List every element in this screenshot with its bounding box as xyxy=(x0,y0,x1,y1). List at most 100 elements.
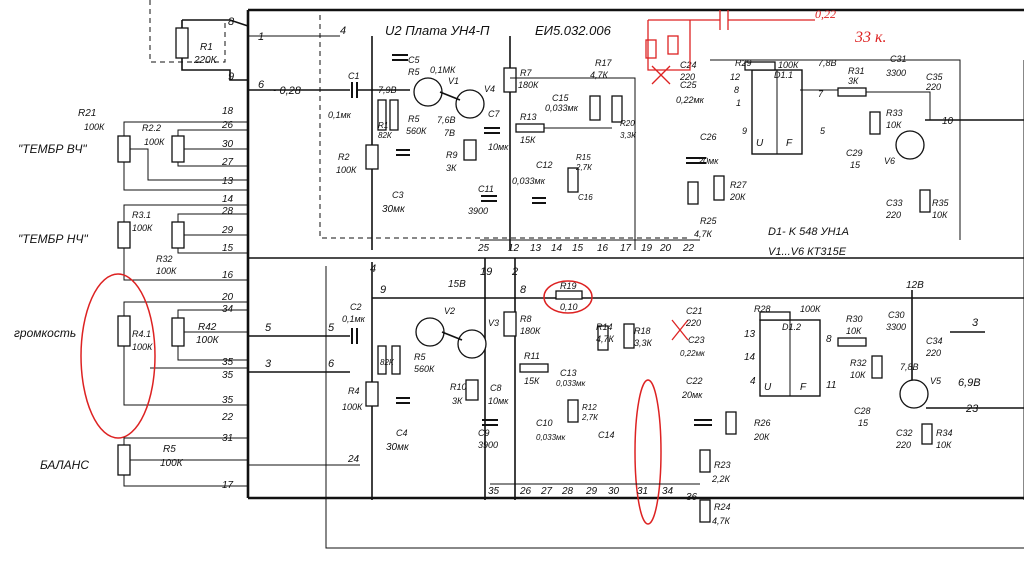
r8-res xyxy=(503,311,517,337)
c23-value: 0,22мк xyxy=(680,349,706,358)
red-value: 33 к. xyxy=(854,29,886,46)
pin-14b: 14 xyxy=(551,243,563,254)
r3-value: 82К xyxy=(380,358,395,367)
r5-lower-label: R5 xyxy=(414,352,426,362)
input-label: ~ 0,28 xyxy=(270,85,302,97)
pin-6-in: 6 xyxy=(258,79,265,91)
chip-d1-2-f: F xyxy=(800,382,807,393)
c10-label: C10 xyxy=(536,418,553,428)
r42-pot xyxy=(171,317,185,347)
r31-label: R3.1 xyxy=(132,210,151,220)
r30-label: R30 xyxy=(846,314,863,324)
r8-label: R8 xyxy=(520,314,532,324)
r35-value: 10К xyxy=(932,210,948,220)
r31-pot xyxy=(117,221,131,249)
c26-value: 20мк xyxy=(697,156,719,166)
pin-15: 15 xyxy=(222,243,234,254)
pin-27: 27 xyxy=(221,157,234,168)
r5-pot xyxy=(117,444,131,476)
pin-35-bottom: 35 xyxy=(488,486,500,497)
board-code: ЕИ5.032.006 xyxy=(535,23,612,38)
chip2-pin11: 11 xyxy=(826,380,836,391)
wire xyxy=(177,309,248,318)
pin-10: 10 xyxy=(942,116,954,127)
c22-label: C22 xyxy=(686,376,703,386)
r17-value: 4,7К xyxy=(590,70,609,80)
r23-value: 2,2К xyxy=(711,474,731,484)
pin-13b: 13 xyxy=(530,243,542,254)
r32-res xyxy=(871,355,883,379)
pin-5-inner: 5 xyxy=(328,322,335,334)
r19-value: 0,10 xyxy=(560,302,578,312)
highlight-r19 xyxy=(543,280,593,314)
c28-value: 15 xyxy=(858,418,869,428)
r6-value: 82К xyxy=(378,131,393,140)
r7-label: R7 xyxy=(520,68,532,78)
v-7: 7В xyxy=(444,128,455,138)
r4-value: 100К xyxy=(342,402,363,412)
chip-d1-1-u: U xyxy=(756,138,764,149)
r31-label: R31 xyxy=(848,66,865,76)
chip1-pin7: 7 xyxy=(818,89,824,99)
pin-12: 12 xyxy=(508,243,520,254)
r15-label: R15 xyxy=(576,153,591,162)
wire xyxy=(123,346,248,406)
chip2-pin8: 8 xyxy=(826,334,832,345)
wire xyxy=(866,91,931,120)
pin-36-bottom: 36 xyxy=(686,492,698,503)
label-balance: БАЛАНС xyxy=(40,458,89,472)
pin-17: 17 xyxy=(222,480,234,491)
r26-res xyxy=(725,411,737,435)
c26-label: C26 xyxy=(700,132,717,142)
wire xyxy=(123,121,248,136)
pin-34-bottom: 34 xyxy=(662,486,674,497)
v-7-6: 7,6В xyxy=(437,115,456,125)
c5-value: 0,1МК xyxy=(430,65,456,75)
r2-value: 100К xyxy=(336,165,357,175)
pin-13: 13 xyxy=(222,176,234,187)
c22-value: 20мк xyxy=(681,390,703,400)
pin-22: 22 xyxy=(221,412,234,423)
v4-label: V4 xyxy=(484,84,495,94)
r2-res xyxy=(365,144,379,170)
r30-value: 10К xyxy=(846,326,862,336)
r6-label: R1 xyxy=(378,121,388,130)
chip2-pin4: 4 xyxy=(750,376,756,387)
pin-24: 24 xyxy=(347,454,360,465)
r20-label: R20 xyxy=(620,119,635,128)
wire xyxy=(177,346,248,361)
red-res-1 xyxy=(645,39,657,59)
c33-value: 220 xyxy=(885,210,901,220)
r31-value: 3К xyxy=(848,76,859,86)
r41-value: 100К xyxy=(132,342,153,352)
chip-d1-2-u: U xyxy=(764,382,772,393)
c4-label: C4 xyxy=(396,428,408,438)
r11-label: R11 xyxy=(524,351,540,361)
harness-dashed xyxy=(149,0,226,63)
v6-label: V6 xyxy=(884,156,895,166)
r9-value: 3К xyxy=(446,163,457,173)
pin-35a: 35 xyxy=(222,357,234,368)
red-loop xyxy=(647,20,691,71)
v2-label: V2 xyxy=(444,306,455,316)
c1-value: 0,1мк xyxy=(328,110,352,120)
pin-9: 9 xyxy=(228,71,234,83)
r12-value: 2,7К xyxy=(581,413,599,422)
r18-label: R18 xyxy=(634,326,651,336)
r29-res xyxy=(744,61,776,71)
wire xyxy=(123,437,248,445)
r34-res xyxy=(921,423,933,445)
r35-res xyxy=(919,189,931,213)
r23-label: R23 xyxy=(714,460,731,470)
wire xyxy=(123,204,248,222)
r13-value: 15К xyxy=(520,135,536,145)
pin-20: 20 xyxy=(221,292,234,303)
output-label: 6,9В xyxy=(958,377,981,389)
c5-label: C5 xyxy=(408,55,420,65)
r1-value: 220К xyxy=(193,55,218,66)
chip-note: D1- K 548 УН1А xyxy=(768,226,849,238)
v3-label: V3 xyxy=(488,318,499,328)
r42-value: 100К xyxy=(196,335,220,346)
pin-31-bottom: 31 xyxy=(637,486,648,497)
r22-label: R2.2 xyxy=(142,123,161,133)
